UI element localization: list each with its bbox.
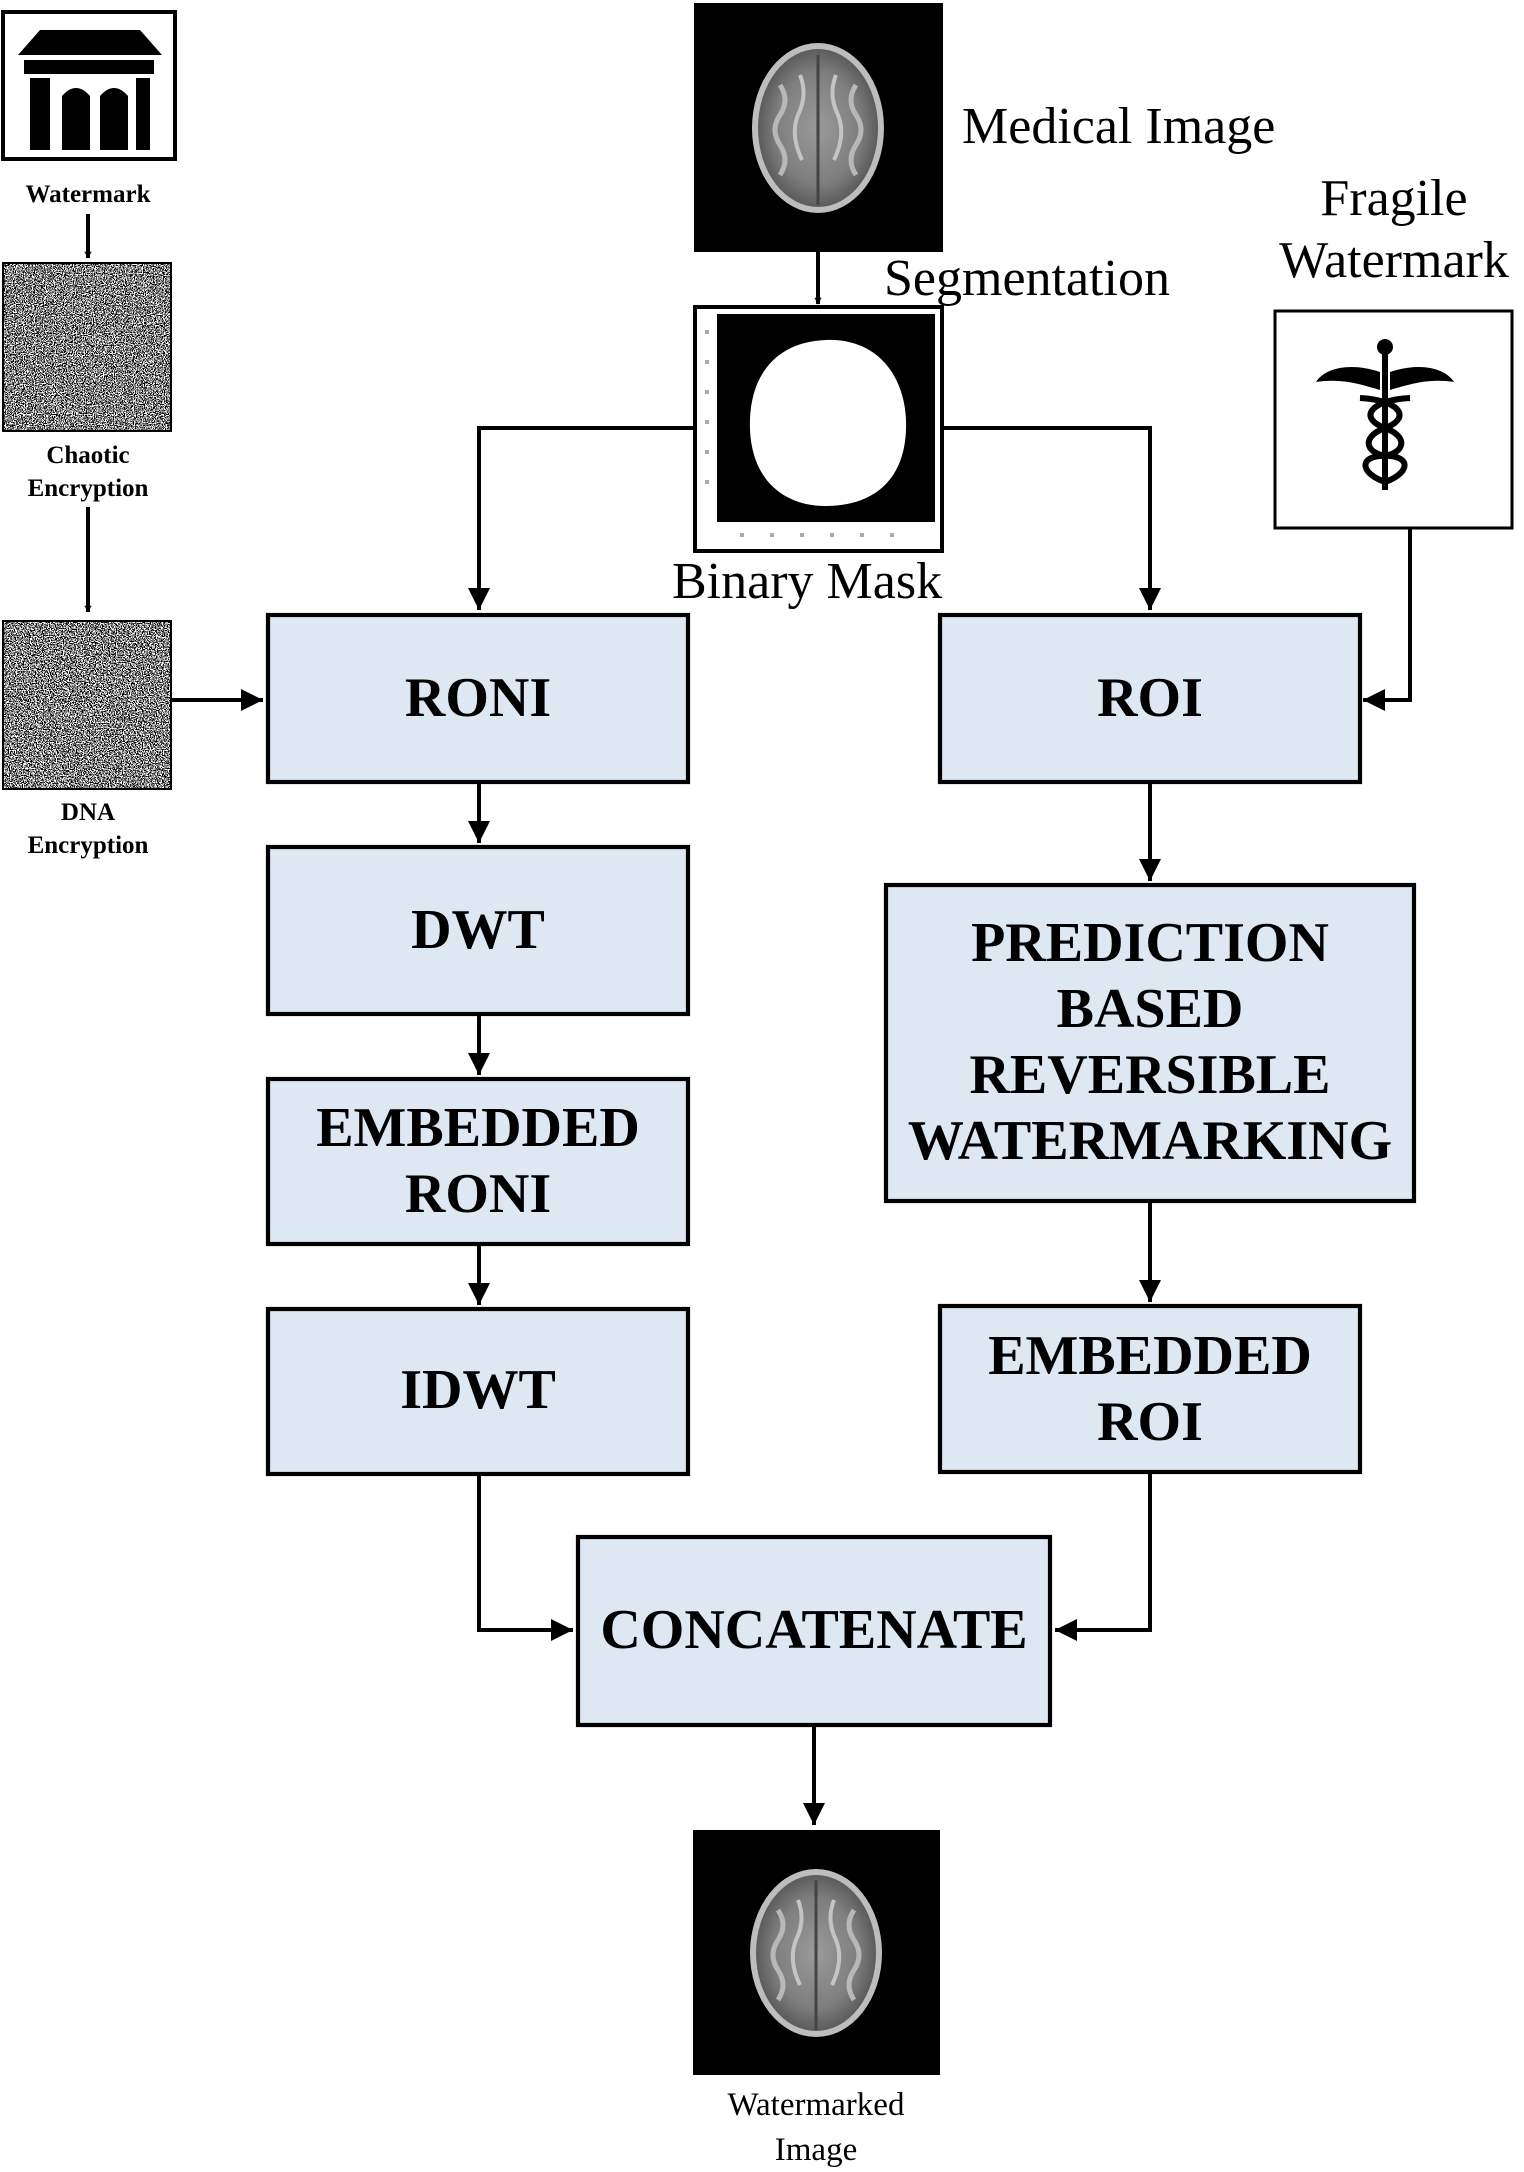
watermark-logo-icon [1, 10, 177, 161]
embedded-roni-box: EMBEDDED RONI [265, 1076, 691, 1247]
prediction-label-line4: WATERMARKING [908, 1110, 1392, 1172]
roi-box: ROI [937, 612, 1363, 785]
arrow-mask-to-roi [942, 426, 1161, 610]
prediction-label-line1: PREDICTION [971, 912, 1329, 974]
dwt-label: DWT [411, 899, 545, 961]
prediction-label-line3: REVERSIBLE [969, 1044, 1330, 1106]
segmentation-caption: Segmentation [884, 250, 1170, 307]
watermarked-image-icon [693, 1830, 940, 2075]
medical-image-icon [694, 3, 943, 252]
concatenate-box: CONCATENATE [575, 1534, 1053, 1728]
prediction-box: PREDICTION BASED REVERSIBLE WATERMARKING [883, 882, 1417, 1204]
binary-mask-icon [693, 305, 944, 553]
embedded-roi-label-line1: EMBEDDED [988, 1325, 1312, 1387]
prediction-label-line2: BASED [1057, 978, 1244, 1040]
concatenate-label: CONCATENATE [600, 1599, 1027, 1661]
binary-mask-caption: Binary Mask [672, 553, 942, 610]
chaotic-caption-line2: Encryption [28, 475, 149, 502]
watermarked-caption-line1: Watermarked [728, 2087, 905, 2123]
dna-pattern-icon [2, 620, 172, 790]
arrow-mask-to-roni [468, 426, 695, 610]
dna-caption-line1: DNA [61, 799, 115, 826]
idwt-label: IDWT [400, 1359, 556, 1421]
arrow-idwt-to-concatenate [477, 1474, 573, 1641]
embedded-roi-box: EMBEDDED ROI [937, 1303, 1363, 1475]
fragile-caption-line2: Watermark [1279, 232, 1509, 289]
chaotic-caption-line1: Chaotic [46, 442, 129, 469]
caduceus-icon [1273, 309, 1514, 530]
embedded-roni-label-line1: EMBEDDED [316, 1097, 640, 1159]
watermarked-caption-line2: Image [775, 2132, 857, 2168]
embedded-roi-label-line2: ROI [1097, 1391, 1203, 1453]
idwt-box: IDWT [265, 1306, 691, 1477]
medical-image-caption: Medical Image [962, 98, 1275, 155]
dna-caption-line2: Encryption [28, 832, 149, 859]
roni-box: RONI [265, 612, 691, 785]
chaotic-pattern-icon [2, 262, 172, 432]
embedded-roni-label-line2: RONI [405, 1163, 551, 1225]
arrow-fragile-to-roi [1363, 528, 1412, 711]
roi-label: ROI [1097, 667, 1203, 729]
arrow-embedded-roi-to-concatenate [1055, 1472, 1152, 1641]
roni-label: RONI [405, 667, 551, 729]
dwt-box: DWT [265, 844, 691, 1017]
fragile-caption-line1: Fragile [1320, 170, 1467, 227]
watermark-caption: Watermark [26, 181, 151, 208]
